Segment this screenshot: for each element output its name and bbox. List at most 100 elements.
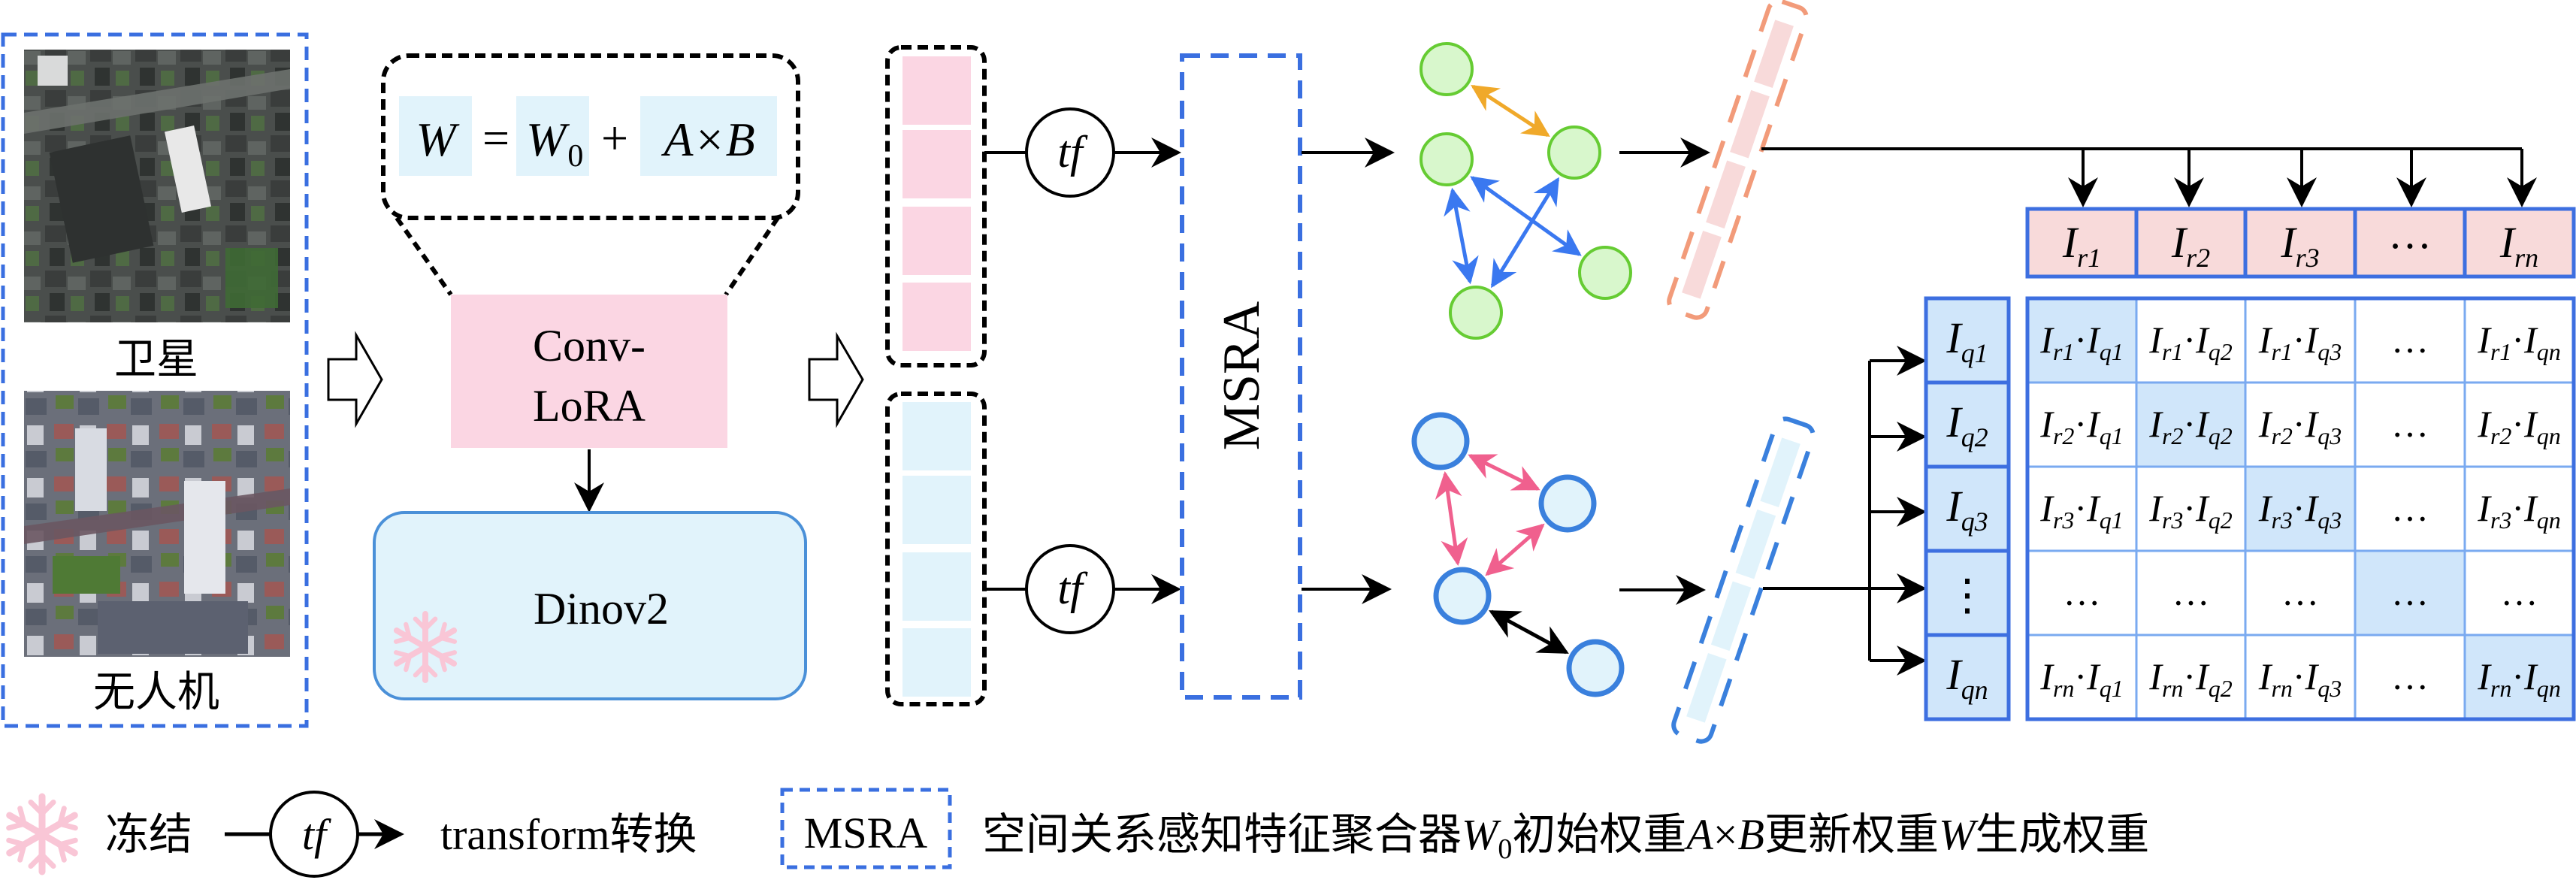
legend-frozen-label: 冻结 <box>105 810 192 859</box>
bar-segment <box>1730 89 1770 159</box>
snowflake-stroke <box>28 852 45 869</box>
math-base: I <box>2258 655 2273 697</box>
legend-description-part: 生成权重 <box>1975 810 2149 859</box>
math-dot: · <box>2183 319 2196 361</box>
math-label: Irn <box>2499 218 2538 273</box>
snowflake-arm <box>422 621 458 650</box>
legend-description-part: 空间关系感知特征聚合器 <box>982 810 1462 859</box>
math-sub: r1 <box>2053 338 2074 365</box>
math-base: I <box>2148 403 2163 445</box>
math-sub: q3 <box>1961 507 1988 537</box>
math-dot: · <box>2293 655 2305 697</box>
bar-body <box>1667 0 1809 320</box>
math-base: I <box>2499 218 2517 267</box>
snowflake-stroke <box>413 616 428 631</box>
graph-node <box>1420 132 1474 186</box>
graph-node <box>1538 474 1597 533</box>
math-base: I <box>2305 319 2320 361</box>
math-sub: rn <box>2490 675 2511 702</box>
math-base: I <box>2305 403 2320 445</box>
math-label: ⋮ <box>1946 570 1989 619</box>
legend-transform-label: transform转换 <box>440 810 697 859</box>
graph-node <box>1547 125 1601 180</box>
bar-segment <box>1735 509 1776 579</box>
math-sub: r1 <box>2077 243 2101 273</box>
snowflake-stroke <box>28 800 45 816</box>
math-dot: · <box>2183 403 2196 445</box>
tf-transform-bottom: tf <box>984 544 1181 634</box>
msra-label: MSRA <box>1213 301 1271 450</box>
math-base: I <box>2195 403 2210 445</box>
bar-segment <box>1682 231 1722 299</box>
query-column-cell <box>1924 549 2011 637</box>
math-dot: · <box>2183 655 2196 697</box>
formula-plus: + <box>601 111 628 165</box>
graph-node <box>1578 246 1632 300</box>
input-panel-border <box>1 32 309 728</box>
legend-description-part: A <box>1683 810 1713 859</box>
math-sub: r1 <box>2271 338 2292 365</box>
math-base: I <box>2477 403 2492 445</box>
math-sub: q1 <box>1961 338 1988 368</box>
math-base: I <box>2195 655 2210 697</box>
math-sub: q2 <box>1961 422 1988 452</box>
math-dot: · <box>2074 487 2087 529</box>
bar-outline <box>1671 416 1816 744</box>
bar-segment <box>1686 652 1727 723</box>
math-base: I <box>1946 650 1963 699</box>
feature-token <box>903 283 971 351</box>
graph-node <box>1420 42 1474 96</box>
hollow-arrow-icon <box>327 331 383 428</box>
math-label: Ir1 <box>2062 218 2101 273</box>
math-label: Iqn <box>1946 650 1988 705</box>
ellipsis: … <box>2501 571 2538 613</box>
snowflake-arm <box>393 644 428 673</box>
reference-distribution-lines <box>1761 147 2537 207</box>
math-dot: · <box>2183 487 2196 529</box>
math-sub: r3 <box>2162 507 2183 534</box>
tf-transform-top: tf <box>984 107 1181 198</box>
similarity-cell <box>2354 549 2466 637</box>
similarity-value: Irn·Iq3 <box>2258 655 2342 702</box>
snowflake-stroke <box>57 821 78 831</box>
snowflake-stroke <box>57 806 67 827</box>
query-column-cell <box>1924 633 2011 721</box>
math-label: Iq1 <box>1946 313 1988 368</box>
relation-edge <box>1471 84 1550 138</box>
query-column-cell <box>1924 380 2011 469</box>
feature-token <box>903 130 971 198</box>
math-base: I <box>2258 319 2273 361</box>
math-base: … <box>2388 209 2432 258</box>
math-sub: qn <box>1961 675 1988 705</box>
similarity-cell <box>2026 381 2138 468</box>
formula-box <box>381 53 800 220</box>
snowflake-stroke <box>404 621 413 640</box>
reference-header-cell <box>2025 207 2139 279</box>
math-base: I <box>2305 655 2320 697</box>
snowflake-stroke <box>393 650 413 659</box>
drone-feature-stack <box>885 392 987 706</box>
math-base: I <box>2086 487 2101 529</box>
feature-token <box>903 552 971 621</box>
math-sub: r3 <box>2296 243 2320 273</box>
math-sub: rn <box>2053 675 2074 702</box>
math-label: Iq3 <box>1946 482 1988 537</box>
similarity-value: Ir2·Iqn <box>2477 403 2560 449</box>
math-base: I <box>2523 403 2538 445</box>
math-base: I <box>2195 487 2210 529</box>
formula-equals: = <box>482 111 509 165</box>
formula-ab-cell <box>640 96 777 176</box>
bar-segment <box>1706 160 1746 229</box>
math-sub: q1 <box>2100 422 2124 449</box>
math-base: I <box>2258 403 2273 445</box>
legend-msra-box <box>780 788 952 869</box>
graph-node <box>1411 412 1470 470</box>
relation-edge <box>1485 523 1545 576</box>
math-dot: · <box>2074 403 2087 445</box>
math-dot: · <box>2511 319 2524 361</box>
math-sub: q1 <box>2100 507 2124 534</box>
legend-description-part: B <box>1738 810 1764 859</box>
snowflake-arm <box>393 621 428 650</box>
ellipsis: … <box>2172 571 2210 613</box>
legend-description-part: W <box>1462 810 1501 859</box>
